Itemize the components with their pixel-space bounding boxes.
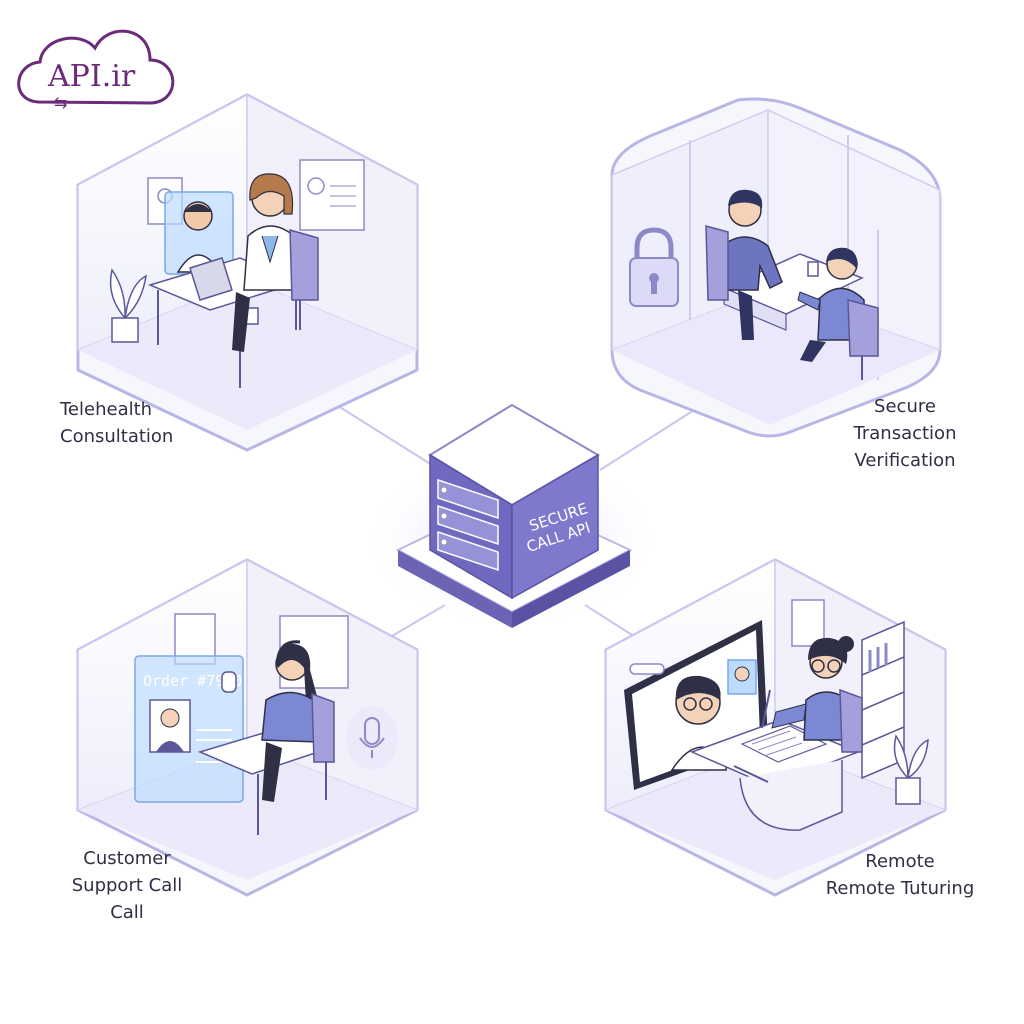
headset-icon xyxy=(276,640,301,661)
label-line: Remote Tuturing xyxy=(825,878,975,899)
logo-text: API.ir xyxy=(47,59,136,94)
room-secure-transaction xyxy=(610,97,942,438)
api-ir-logo: API.ir ⇆ xyxy=(17,29,175,112)
label-line: Telehealth xyxy=(60,399,153,420)
wall-id-card xyxy=(299,159,365,231)
label-line: Remote xyxy=(865,851,935,872)
room-customer-support: Order #7950 xyxy=(76,558,419,897)
label-telehealth-consultation: Telehealth Consultation xyxy=(60,396,173,450)
microphone-icon xyxy=(346,706,398,770)
pencil-icon xyxy=(733,765,769,783)
order-number: Order #7950 xyxy=(143,672,242,690)
label-line: Customer xyxy=(83,848,171,869)
label-line: Call xyxy=(110,902,144,923)
label-line: Consultation xyxy=(60,426,174,447)
label-line: Verification xyxy=(854,450,956,471)
room-remote-tutoring xyxy=(604,558,947,897)
label-customer-support-call: Customer Support Call Call xyxy=(62,845,192,926)
label-line: Secure xyxy=(874,396,936,417)
plant-icon xyxy=(895,777,921,805)
desk-microphone-icon xyxy=(221,671,237,693)
label-secure-transaction-verification: Secure Transaction Verification xyxy=(820,393,990,474)
lock-icon xyxy=(629,227,679,307)
room-telehealth xyxy=(76,93,419,452)
label-line: Support Call xyxy=(71,875,183,896)
label-line: Transaction xyxy=(853,423,957,444)
server-rack-icon xyxy=(437,478,499,572)
logo-arrows-icon: ⇆ xyxy=(54,93,67,112)
secure-call-api-hub: SECURE CALL API xyxy=(362,403,662,630)
laptop-icon xyxy=(189,257,233,301)
plant-icon xyxy=(111,317,139,343)
label-remote-tutoring: Remote Remote Tuturing xyxy=(800,848,1000,902)
